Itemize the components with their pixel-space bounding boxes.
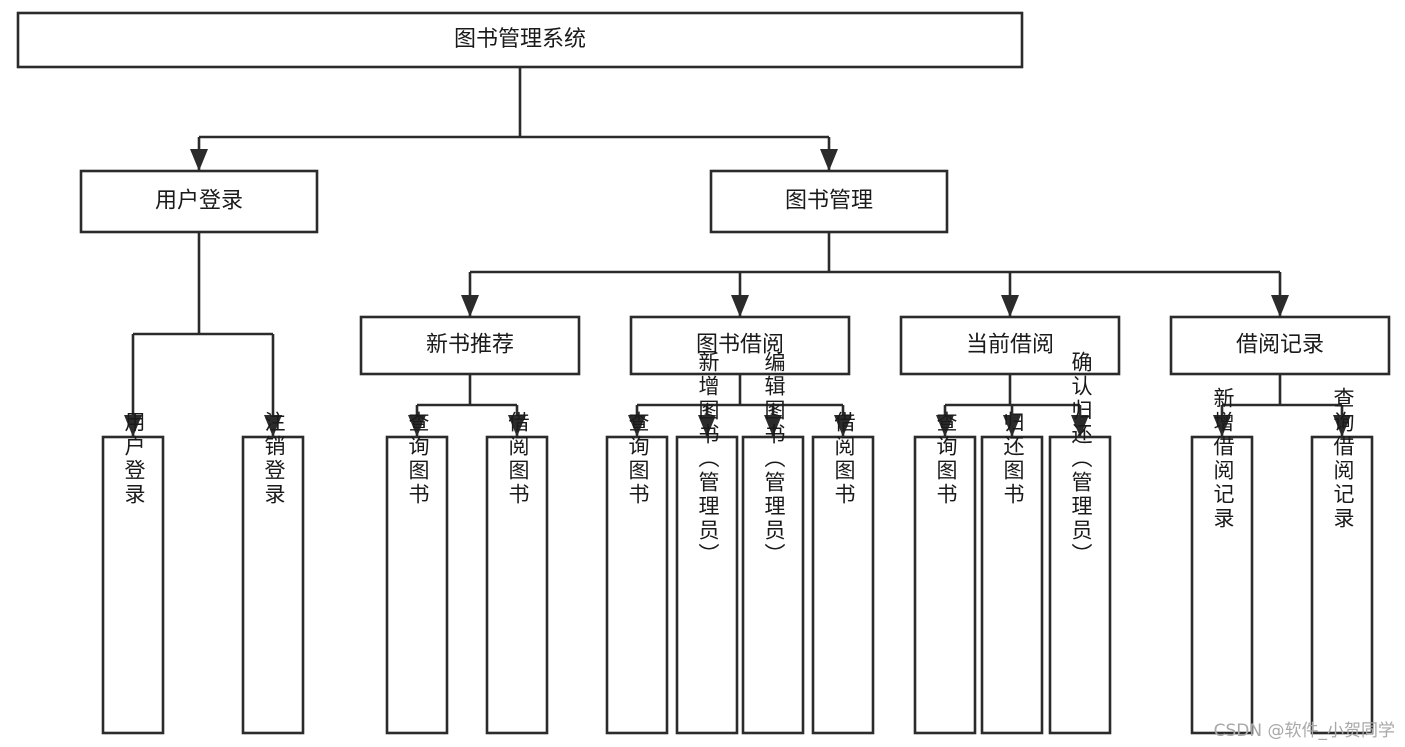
arrow-head-icon	[820, 149, 838, 171]
node-leaf-borrow-book-1[interactable]: 借阅图书	[485, 411, 549, 735]
node-user-login-box[interactable]	[79, 169, 319, 234]
node-book-borrow[interactable]: 图书借阅	[629, 315, 851, 376]
node-current-borrow-box[interactable]	[899, 315, 1121, 376]
node-new-book-recommend-box[interactable]	[359, 315, 581, 376]
node-user-login[interactable]: 用户登录	[79, 169, 319, 234]
arrow-head-icon	[698, 415, 716, 437]
node-leaf-edit-book-label: 编辑图书（管理员）	[762, 351, 786, 567]
node-leaf-query-book-3-label: 查询图书	[934, 411, 958, 507]
node-leaf-add-borrow-record[interactable]: 新增借阅记录	[1190, 387, 1254, 735]
node-leaf-add-book[interactable]: 新增图书（管理员）	[675, 351, 739, 735]
node-user-login-label: 用户登录	[155, 189, 243, 214]
arrow-head-icon	[1271, 295, 1289, 317]
node-leaf-confirm-return-box[interactable]	[1048, 435, 1112, 735]
node-leaf-user-login[interactable]: 用户登录	[101, 411, 165, 735]
node-root-box[interactable]	[16, 11, 1024, 69]
node-book-borrow-label: 图书借阅	[696, 333, 784, 358]
node-borrow-record-box[interactable]	[1169, 315, 1391, 376]
arrow-head-icon	[1001, 295, 1019, 317]
node-leaf-add-borrow-record-box[interactable]	[1190, 435, 1254, 735]
node-leaf-borrow-book-2[interactable]: 借阅图书	[811, 411, 875, 735]
node-current-borrow-label: 当前借阅	[966, 333, 1054, 358]
node-leaf-add-book-label: 新增图书（管理员）	[696, 351, 720, 567]
node-new-book-recommend[interactable]: 新书推荐	[359, 315, 581, 376]
node-book-manage-label: 图书管理	[785, 189, 873, 214]
arrow-head-icon	[1333, 415, 1351, 437]
arrow-head-icon	[834, 415, 852, 437]
node-leaf-query-book-3[interactable]: 查询图书	[913, 411, 977, 735]
arrow-head-icon	[264, 415, 282, 437]
arrow-head-icon	[936, 415, 954, 437]
node-leaf-query-book-2-box[interactable]	[605, 435, 669, 735]
node-leaf-borrow-book-2-label: 借阅图书	[832, 411, 856, 507]
node-leaf-return-book[interactable]: 归还图书	[980, 411, 1044, 735]
node-leaf-query-borrow-record-label: 查询借阅记录	[1331, 387, 1355, 531]
node-leaf-borrow-book-1-label: 借阅图书	[506, 411, 530, 507]
node-leaf-user-logout-box[interactable]	[241, 435, 305, 735]
arrow-head-icon	[731, 295, 749, 317]
node-leaf-borrow-book-1-box[interactable]	[485, 435, 549, 735]
arrow-head-icon	[408, 415, 426, 437]
edges-layer	[124, 67, 1351, 437]
node-leaf-edit-book-box[interactable]	[741, 435, 805, 735]
node-leaf-return-book-label: 归还图书	[1001, 411, 1025, 507]
arrow-head-icon	[764, 415, 782, 437]
node-leaf-query-book-2[interactable]: 查询图书	[605, 411, 669, 735]
arrow-head-icon	[1213, 415, 1231, 437]
node-new-book-recommend-label: 新书推荐	[426, 333, 514, 358]
node-leaf-user-login-label: 用户登录	[122, 411, 146, 507]
node-leaf-query-borrow-record[interactable]: 查询借阅记录	[1310, 387, 1374, 735]
arrow-head-icon	[508, 415, 526, 437]
arrow-head-icon	[1071, 415, 1089, 437]
node-leaf-user-logout-label: 注销登录	[262, 411, 286, 507]
node-book-manage[interactable]: 图书管理	[709, 169, 949, 234]
arrow-head-icon	[1003, 415, 1021, 437]
node-leaf-query-book-3-box[interactable]	[913, 435, 977, 735]
node-book-borrow-box[interactable]	[629, 315, 851, 376]
node-leaf-add-book-box[interactable]	[675, 435, 739, 735]
node-leaf-add-borrow-record-label: 新增借阅记录	[1211, 387, 1235, 531]
arrow-head-icon	[628, 415, 646, 437]
node-leaf-user-login-box[interactable]	[101, 435, 165, 735]
arrow-head-icon	[190, 149, 208, 171]
node-leaf-borrow-book-2-box[interactable]	[811, 435, 875, 735]
node-leaf-confirm-return[interactable]: 确认归还（管理员）	[1048, 351, 1112, 735]
node-root-label: 图书管理系统	[454, 27, 586, 52]
node-leaf-return-book-box[interactable]	[980, 435, 1044, 735]
node-leaf-query-book-1-label: 查询图书	[406, 411, 430, 507]
node-leaf-edit-book[interactable]: 编辑图书（管理员）	[741, 351, 805, 735]
node-leaf-query-book-1-box[interactable]	[385, 435, 449, 735]
node-borrow-record[interactable]: 借阅记录	[1169, 315, 1391, 376]
arrow-head-icon	[124, 415, 142, 437]
node-borrow-record-label: 借阅记录	[1236, 333, 1324, 358]
node-current-borrow[interactable]: 当前借阅	[899, 315, 1121, 376]
node-leaf-query-borrow-record-box[interactable]	[1310, 435, 1374, 735]
nodes-layer: 图书管理系统用户登录图书管理新书推荐图书借阅当前借阅借阅记录用户登录注销登录查询…	[16, 11, 1391, 735]
arrow-head-icon	[461, 295, 479, 317]
node-leaf-user-logout[interactable]: 注销登录	[241, 411, 305, 735]
node-leaf-query-book-2-label: 查询图书	[626, 411, 650, 507]
node-book-manage-box[interactable]	[709, 169, 949, 234]
node-leaf-query-book-1[interactable]: 查询图书	[385, 411, 449, 735]
node-root[interactable]: 图书管理系统	[16, 11, 1024, 69]
node-leaf-confirm-return-label: 确认归还（管理员）	[1069, 351, 1093, 567]
